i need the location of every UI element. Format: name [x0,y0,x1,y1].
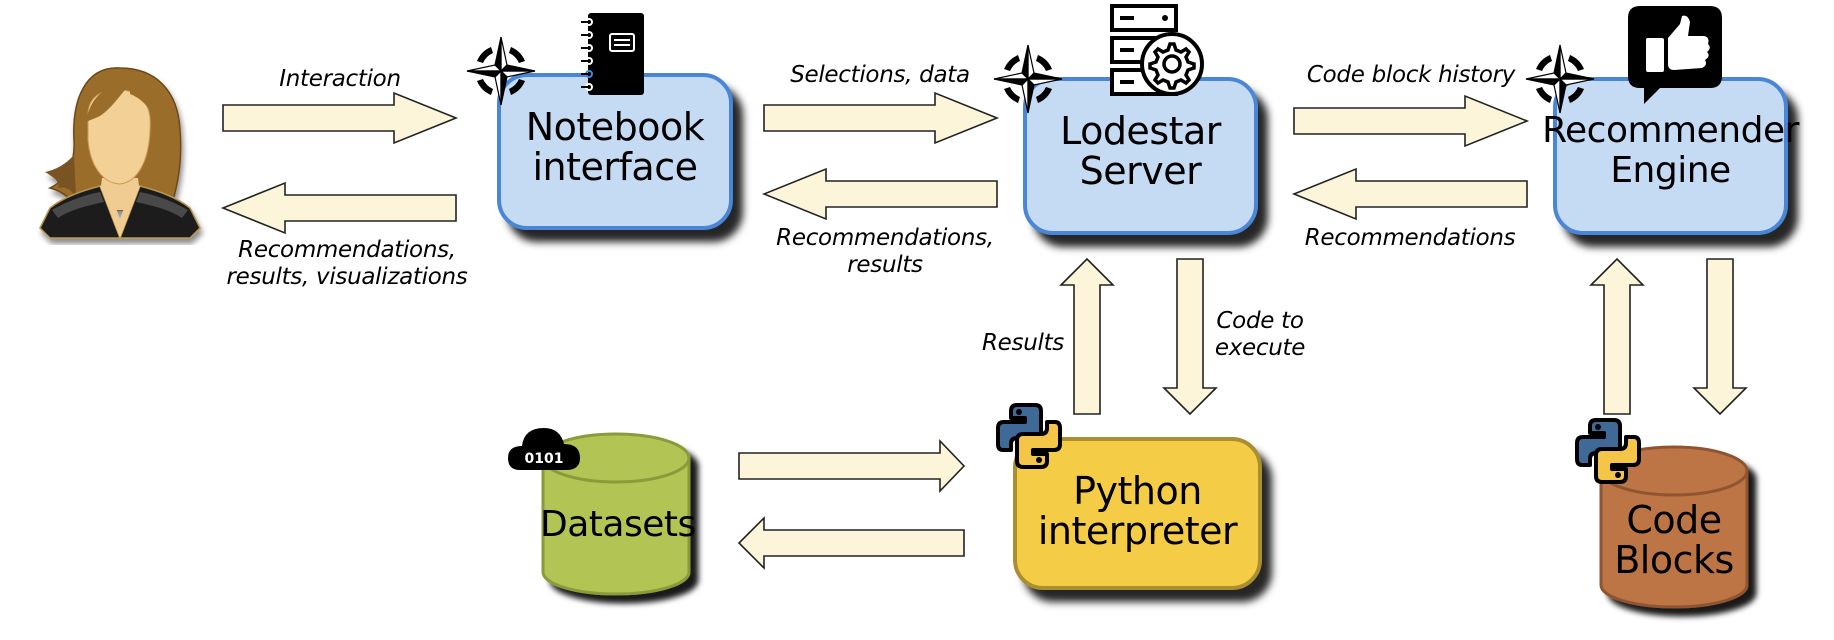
node-title: Python interpreter [1037,469,1238,553]
edge-label-line: Recommendations, [776,225,994,251]
cloud-icon-text: 0101 [525,451,564,467]
user-avatar-icon [39,67,201,241]
node-python-interpreter: Python interpreter [1013,437,1262,590]
node-title-line: Engine [1610,150,1731,191]
arrow-codeblocks-to-recommender [1589,257,1645,415]
node-title-line: interpreter [1037,509,1238,553]
arrow-notebook-to-user [220,181,457,235]
edge-label-code-block-history: Code block history [1306,62,1516,88]
arrow-python-to-lodestar [1059,257,1115,415]
compass-icon [1525,44,1595,114]
node-title: Lodestar Server [1060,111,1221,191]
node-title-line: interface [532,145,698,189]
cloud-data-icon: 0101 [508,428,580,470]
arrow-notebook-to-lodestar [763,91,1000,145]
node-datasets-title: Datasets [540,504,696,545]
arrow-recommender-to-codeblocks [1692,258,1748,416]
arrow-lodestar-to-recommender [1293,94,1530,148]
edge-label-results: Results [982,330,1064,356]
edge-label-interaction: Interaction [279,66,401,92]
edge-label-recommendations: Recommendations [1304,225,1516,251]
server-gear-icon [1110,4,1204,96]
node-title-line: Blocks [1614,538,1734,582]
edge-label-code-to-execute: Code to execute [1210,308,1310,362]
thumbs-up-speech-icon [1628,6,1722,104]
compass-icon [993,44,1063,114]
node-datasets [541,432,691,596]
edge-label-selections-data: Selections, data [790,62,970,88]
edge-label-recommendations-results-visualizations: Recommendations, results, visualizations [222,237,472,291]
node-title: Recommender Engine [1542,111,1799,191]
node-title-line: Notebook [525,105,705,149]
node-title-line: Code [1626,498,1722,542]
edge-label-recommendations-results: Recommendations, results [765,225,1005,279]
edge-label-line: Code to [1216,308,1304,334]
arrow-lodestar-to-notebook [761,167,998,221]
edge-label-line: execute [1214,335,1306,361]
node-notebook-interface: Notebook interface [497,73,733,230]
node-title: Notebook interface [526,107,705,187]
arrow-python-to-datasets [737,516,965,570]
arrow-recommender-to-lodestar [1291,167,1528,221]
arrow-user-to-notebook [222,91,459,145]
arrow-lodestar-to-python [1162,258,1218,416]
node-title-line: Lodestar [1060,109,1221,153]
edge-label-line: Recommendations, [238,237,456,263]
python-icon [1575,418,1641,484]
arrow-datasets-to-python [738,439,966,493]
node-title-line: Python [1073,469,1202,513]
node-code-blocks-title: Code Blocks [1598,500,1750,580]
node-title-line: Server [1079,149,1202,193]
edge-label-line: results [847,252,923,278]
notebook-icon [581,13,644,95]
python-icon [996,403,1062,469]
edge-label-line: results, visualizations [226,264,468,290]
compass-icon [466,36,536,106]
node-title-line: Recommender [1542,110,1799,151]
